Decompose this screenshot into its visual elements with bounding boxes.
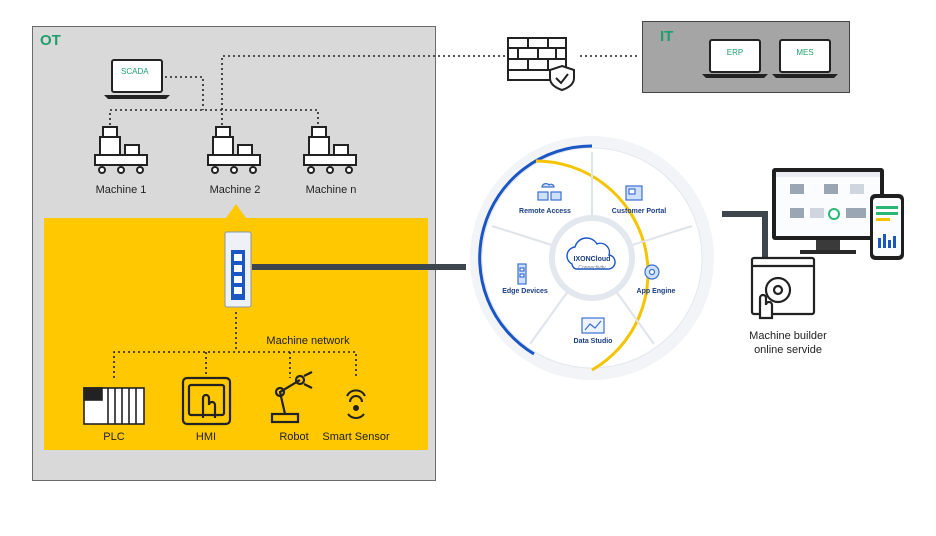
cloud-wheel — [470, 136, 714, 380]
ring-yellow-arc — [535, 159, 650, 372]
machine-builder-service-icon — [750, 256, 816, 320]
segment-edge-devices: Edge Devices — [502, 288, 548, 295]
edge-devices-icon — [517, 263, 527, 285]
cloud-icon — [566, 237, 616, 270]
router-cloud-link — [252, 264, 466, 270]
ot-label: OT — [40, 32, 61, 49]
machine-n-icon — [303, 126, 357, 174]
machine-1-icon — [94, 126, 148, 174]
robot-label: Robot — [279, 431, 309, 443]
plc-icon — [83, 387, 145, 425]
scada-label: SCADA — [121, 67, 149, 76]
erp-laptop-icon — [702, 39, 768, 78]
hmi-icon — [181, 376, 232, 426]
segment-data-studio: Data Studio — [573, 338, 613, 345]
robot-icon — [270, 371, 313, 424]
remote-access-icon — [537, 183, 562, 201]
smart-sensor-icon — [346, 389, 366, 419]
machine-2-icon — [207, 126, 261, 174]
dotted-links — [109, 55, 640, 378]
machine-builder-label-line1: Machine builder — [749, 330, 827, 342]
ring-blue-arc — [478, 144, 593, 356]
data-studio-icon — [581, 317, 605, 334]
cloud-builder-link — [722, 211, 768, 258]
mes-laptop-icon — [772, 39, 838, 78]
app-engine-icon — [644, 264, 660, 280]
machine-network-label: Machine network — [266, 335, 350, 347]
machine-2-label: Machine 2 — [209, 184, 261, 196]
plc-label: PLC — [103, 431, 125, 443]
mes-label: MES — [796, 48, 814, 57]
smart-sensor-label: Smart Sensor — [322, 431, 390, 443]
segment-remote-access: Remote Access — [519, 208, 571, 215]
segment-customer-portal: Customer Portal — [611, 208, 667, 215]
scada-laptop-icon — [104, 59, 170, 99]
machine-n-label: Machine n — [305, 184, 357, 196]
erp-label: ERP — [726, 48, 744, 57]
dashboard-monitor-icon — [772, 168, 884, 254]
machine-builder-label-line2: online servide — [754, 344, 822, 356]
segment-app-engine: App Engine — [636, 288, 676, 295]
firewall-icon — [507, 37, 575, 92]
customer-portal-icon — [625, 185, 643, 201]
it-label: IT — [660, 28, 674, 45]
ixon-cloud-tagline: Connectivity — [578, 265, 606, 271]
hmi-label: HMI — [195, 431, 217, 443]
machine-1-label: Machine 1 — [95, 184, 147, 196]
pointer-triangle — [226, 204, 246, 218]
dashboard-phone-icon — [870, 194, 904, 260]
router-device-icon — [224, 231, 252, 308]
ixon-cloud-brand: IXONCloud — [573, 256, 611, 263]
